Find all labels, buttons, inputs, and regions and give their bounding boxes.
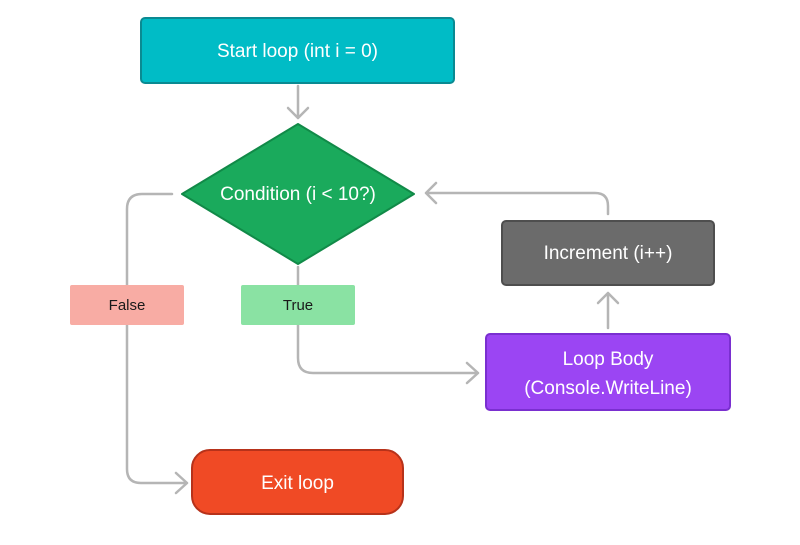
false-edge-label: False [70,285,184,325]
increment-node-shape [501,220,715,286]
start-node-shape [140,17,455,84]
loop-body-label-line2: (Console.WriteLine) [524,378,692,399]
connector-increment-to-condition [424,181,610,216]
condition-node-label: Condition (i < 10?) [220,184,376,205]
false-label-text: False [109,297,146,314]
loop-body-label-line1: Loop Body [563,349,654,370]
true-label-text: True [283,297,313,314]
true-edge-label: True [241,285,355,325]
exit-node-shape [191,449,404,515]
increment-node-label: Increment (i++) [544,243,673,264]
condition-node[interactable]: Condition (i < 10?) [181,123,415,265]
connector-false-to-exit [125,192,189,495]
false-label-background [70,285,184,325]
connectors [125,84,620,495]
increment-node[interactable]: Increment (i++) [501,220,715,286]
connector-body-to-increment [596,291,620,330]
connector-true-to-body [296,265,480,385]
start-node-label: Start loop (int i = 0) [217,41,378,62]
loop-body-node[interactable]: Loop Body (Console.WriteLine) [485,333,731,411]
loop-body-node-shape [485,333,731,411]
exit-node-label: Exit loop [261,473,334,494]
true-label-background [241,285,355,325]
connector-start-to-condition [286,84,310,120]
exit-node[interactable]: Exit loop [191,449,404,515]
condition-node-shape [181,123,415,265]
start-node[interactable]: Start loop (int i = 0) [140,17,455,84]
